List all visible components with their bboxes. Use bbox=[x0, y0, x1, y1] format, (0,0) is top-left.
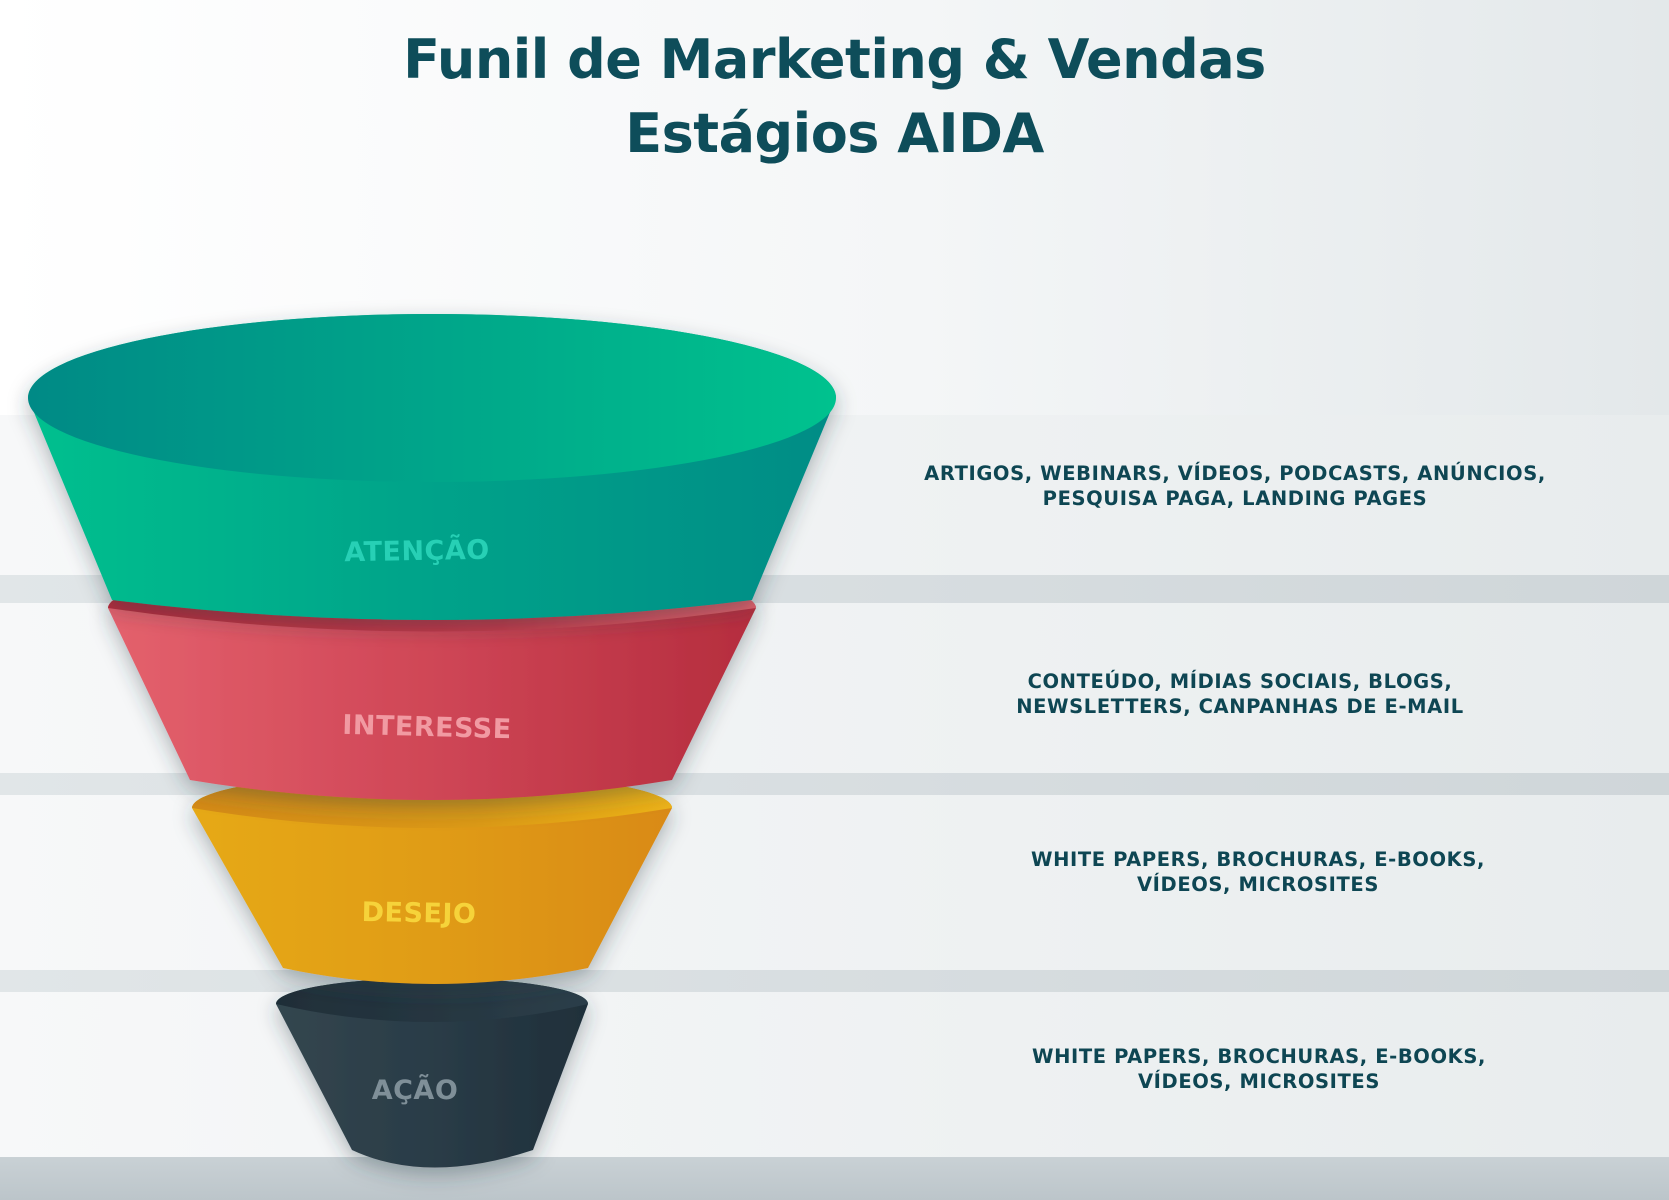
band-acao bbox=[0, 992, 1669, 1157]
description-line: NEWSLETTERS, CANPANHAS DE E-MAIL bbox=[1016, 695, 1464, 718]
description-line: WHITE PAPERS, BROCHURAS, E-BOOKS, bbox=[1030, 848, 1486, 871]
page-title-line2: Estágios AIDA bbox=[625, 102, 1044, 165]
stage-label-acao: AÇÃO bbox=[371, 1075, 459, 1106]
funnel-segment-acao bbox=[276, 978, 588, 1168]
description-line: PESQUISA PAGA, LANDING PAGES bbox=[1042, 487, 1428, 510]
stage-description-atencao: ARTIGOS, WEBINARS, VÍDEOS, PODCASTS, ANÚ… bbox=[915, 461, 1555, 511]
stage-description-interesse: CONTEÚDO, MÍDIAS SOCIAIS, BLOGS, NEWSLET… bbox=[920, 669, 1560, 719]
description-line: WHITE PAPERS, BROCHURAS, E-BOOKS, bbox=[1031, 1045, 1487, 1068]
funnel-segment-atencao bbox=[28, 314, 836, 620]
description-line: CONTEÚDO, MÍDIAS SOCIAIS, BLOGS, bbox=[1027, 670, 1453, 693]
band-floor bbox=[0, 1157, 1669, 1200]
stage-label-atencao: ATENÇÃO bbox=[344, 534, 490, 569]
description-line: VÍDEOS, MICROSITES bbox=[1137, 1070, 1380, 1093]
description-line: VÍDEOS, MICROSITES bbox=[1136, 873, 1379, 896]
stage-description-desejo: WHITE PAPERS, BROCHURAS, E-BOOKS, VÍDEOS… bbox=[938, 847, 1578, 897]
stage-description-acao: WHITE PAPERS, BROCHURAS, E-BOOKS, VÍDEOS… bbox=[939, 1044, 1579, 1094]
stage-label-desejo: DESEJO bbox=[361, 897, 477, 930]
funnel-segment-desejo bbox=[192, 772, 672, 984]
description-line: ARTIGOS, WEBINARS, VÍDEOS, PODCASTS, ANÚ… bbox=[924, 462, 1546, 485]
page-title-line1: Funil de Marketing & Vendas bbox=[403, 28, 1266, 91]
